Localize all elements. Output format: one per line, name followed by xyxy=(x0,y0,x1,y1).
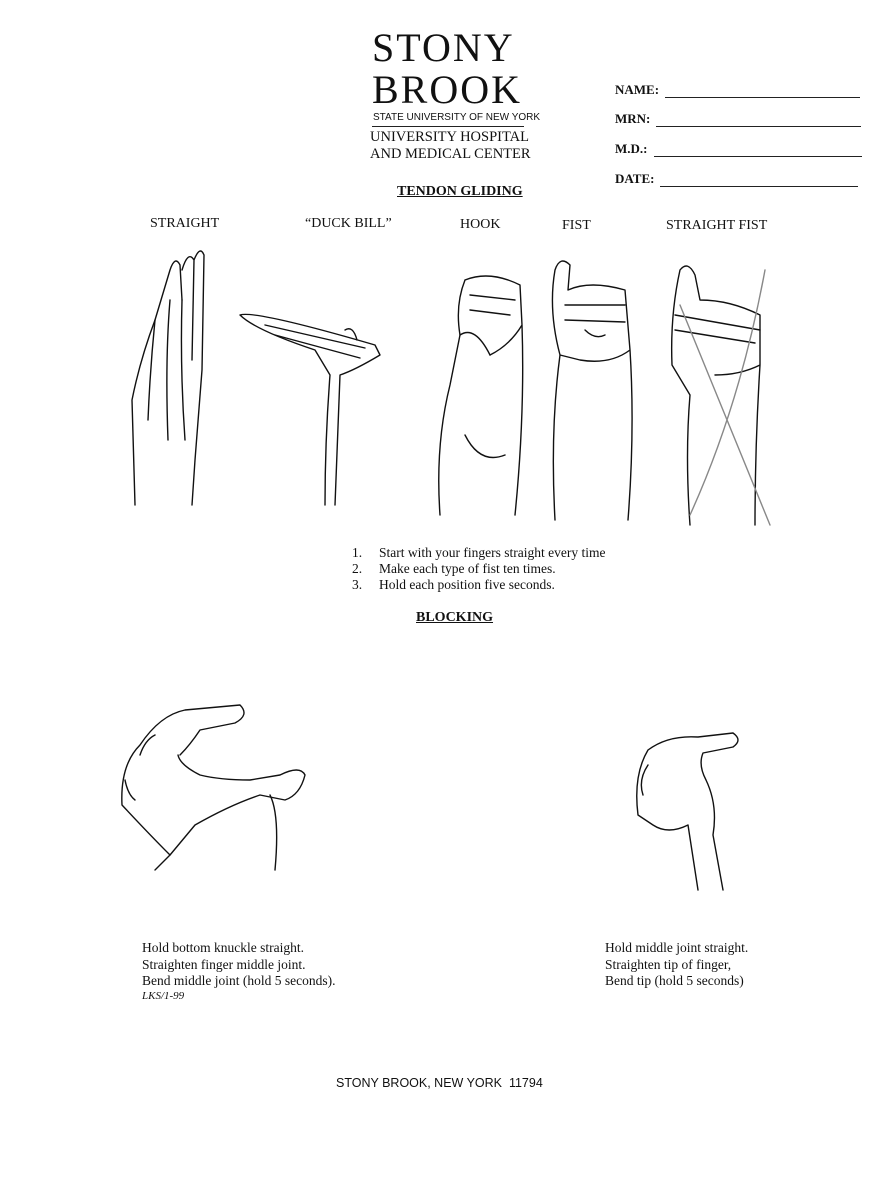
blocking-right-line: Straighten tip of finger, xyxy=(605,956,732,972)
date-line[interactable] xyxy=(660,172,859,187)
exercise-label-hook: HOOK xyxy=(460,217,501,232)
document-revision-note: LKS/1-99 xyxy=(142,989,185,1002)
md-line[interactable] xyxy=(653,142,862,157)
footer-address: STONY BROOK, NEW YORK 11794 xyxy=(336,1076,543,1090)
mrn-field[interactable]: MRN: xyxy=(615,111,862,127)
hook-hand-illustration xyxy=(438,275,524,516)
blocking-left-line: Straighten finger middle joint. xyxy=(142,956,306,972)
blocking-left-line: Hold bottom knuckle straight. xyxy=(142,940,304,955)
section-title-tendon-gliding: TENDON GLIDING xyxy=(397,184,523,199)
date-label: DATE: xyxy=(615,171,655,186)
blocking-fingertip-illustration xyxy=(636,732,739,891)
blocking-left-instructions: Hold bottom knuckle straight. Straighten… xyxy=(142,940,335,1003)
institution-line2: AND MEDICAL CENTER xyxy=(370,146,531,162)
instruction-number: 3. xyxy=(352,577,363,592)
blocking-right-line: Hold middle joint straight. xyxy=(605,940,749,955)
institution-line1: UNIVERSITY HOSPITAL xyxy=(370,129,530,145)
blocking-right-line: Bend tip (hold 5 seconds) xyxy=(605,973,744,988)
logo-brook: BROOK xyxy=(372,67,523,112)
instruction-2: 2. Make each type of fist ten times. xyxy=(352,561,556,577)
instruction-1: 1. Start with your fingers straight every… xyxy=(352,545,605,561)
md-label: M.D.: xyxy=(615,141,648,156)
straight-hand-illustration xyxy=(131,250,205,506)
mrn-line[interactable] xyxy=(656,112,862,127)
exercise-label-duck-bill: “DUCK BILL” xyxy=(305,216,392,231)
straight-fist-hand-illustration xyxy=(670,265,771,526)
duck-bill-hand-illustration xyxy=(239,313,381,506)
exercise-label-straight-fist: STRAIGHT FIST xyxy=(666,218,768,233)
logo-subtitle: STATE UNIVERSITY OF NEW YORK xyxy=(373,112,541,123)
instruction-text: Start with your fingers straight every t… xyxy=(379,545,606,560)
exercise-label-straight: STRAIGHT xyxy=(150,216,220,231)
date-field[interactable]: DATE: xyxy=(615,171,859,187)
instruction-3: 3. Hold each position five seconds. xyxy=(352,577,555,593)
md-field[interactable]: M.D.: xyxy=(615,141,862,157)
logo-stony: STONY xyxy=(372,25,515,70)
mrn-label: MRN: xyxy=(615,111,651,126)
fist-hand-illustration xyxy=(551,260,633,521)
instruction-text: Hold each position five seconds. xyxy=(379,577,555,592)
section-title-blocking: BLOCKING xyxy=(416,610,494,625)
blocking-middle-joint-illustration xyxy=(121,704,306,871)
instruction-number: 2. xyxy=(352,561,363,576)
institution-name: UNIVERSITY HOSPITAL AND MEDICAL CENTER xyxy=(370,129,531,163)
blocking-left-line: Bend middle joint (hold 5 seconds). xyxy=(142,973,336,988)
name-line[interactable] xyxy=(665,83,861,98)
instruction-text: Make each type of fist ten times. xyxy=(379,561,556,576)
name-field[interactable]: NAME: xyxy=(615,82,861,98)
name-label: NAME: xyxy=(615,82,660,97)
exercise-label-fist: FIST xyxy=(562,218,591,233)
instruction-number: 1. xyxy=(352,545,363,560)
logo-divider xyxy=(372,126,524,127)
blocking-right-instructions: Hold middle joint straight. Straighten t… xyxy=(605,940,748,990)
